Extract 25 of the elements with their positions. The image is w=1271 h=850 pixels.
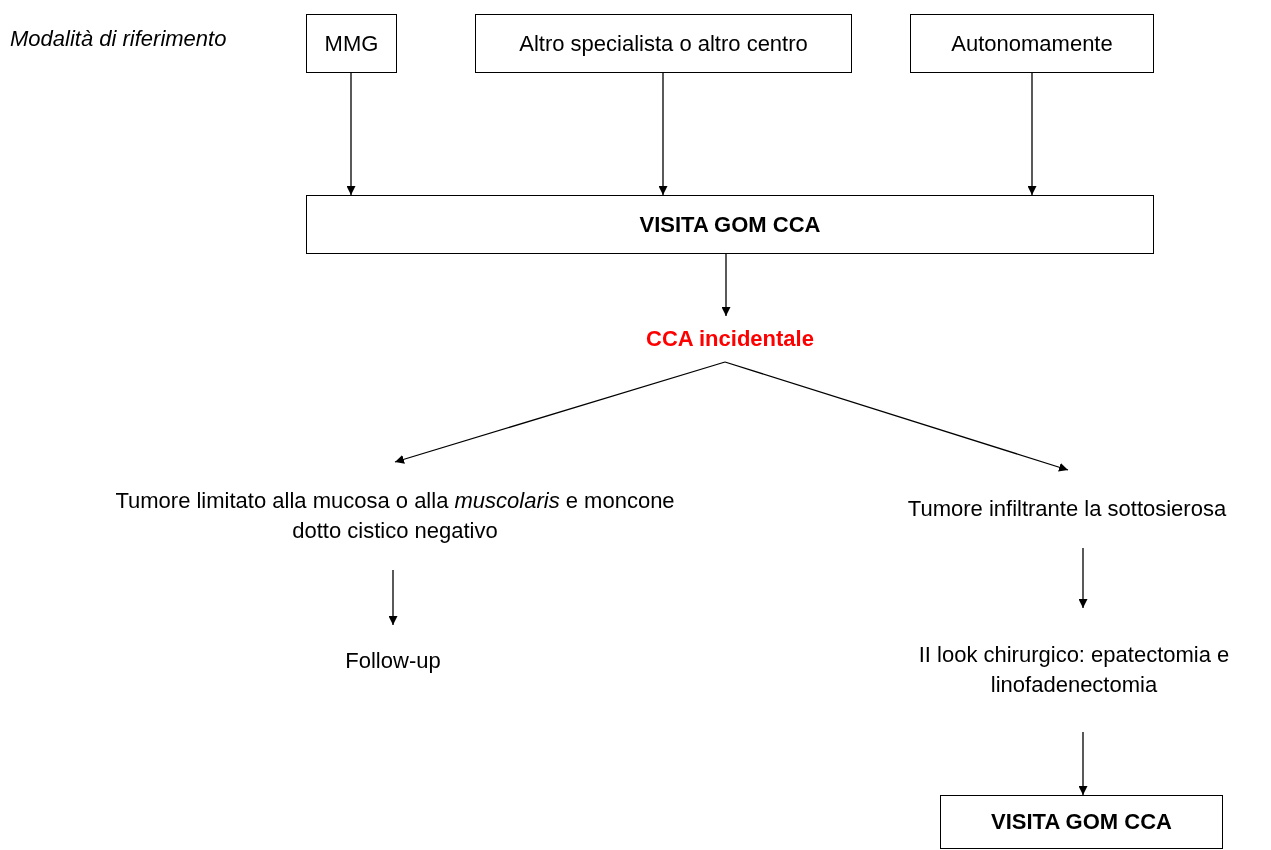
arrow [1078, 731, 1088, 796]
process-box [940, 795, 1223, 849]
arrow [1078, 547, 1088, 609]
box-label: VISITA GOM CCA [991, 808, 1172, 837]
arrow [721, 253, 731, 317]
process-box [306, 195, 1154, 254]
arrow [346, 72, 356, 196]
box-label: Altro specialista o altro centro [519, 29, 808, 58]
arrow [658, 72, 668, 196]
highlighted-text: CCA incidentale [646, 325, 814, 354]
flow-text: Tumore infiltrante la sottosierosa [907, 495, 1227, 524]
box-label: VISITA GOM CCA [639, 210, 821, 239]
arrow [394, 361, 726, 464]
process-box [475, 14, 852, 73]
process-box [306, 14, 397, 73]
box-label: MMG [324, 29, 379, 58]
process-box [910, 14, 1154, 73]
box-label: Autonomamente [951, 29, 1113, 58]
flow-text: Follow-up [345, 647, 441, 676]
arrow [724, 361, 1069, 472]
flow-text: II look chirurgico: epatectomia e linofadenectomia [917, 641, 1231, 699]
side-note: Modalità di riferimento [10, 26, 227, 52]
arrow [1027, 72, 1037, 196]
arrow [388, 569, 398, 626]
flow-text: Tumore limitato alla mucosa o alla muscolaris e moncone dotto cistico negativo [114, 487, 676, 545]
